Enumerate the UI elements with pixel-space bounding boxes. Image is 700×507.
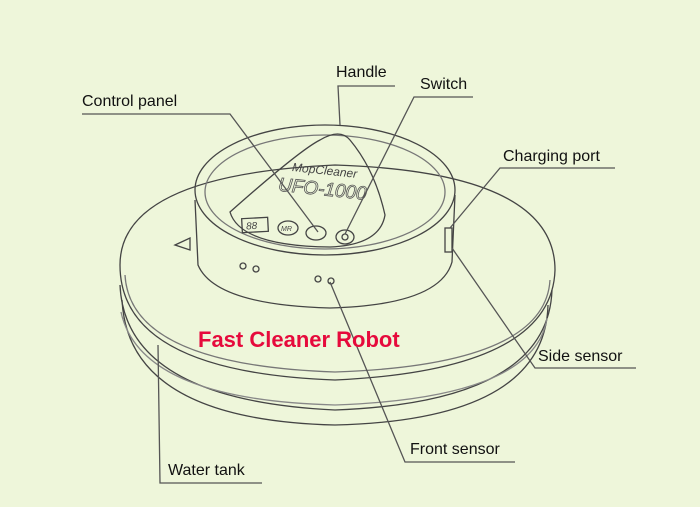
base-top-ellipse: [119, 164, 556, 381]
charging-port: [444, 227, 453, 253]
label-switch: Switch: [420, 76, 468, 93]
svg-text:MR: MR: [281, 226, 292, 233]
label-control-panel: Control panel: [82, 93, 178, 110]
power-button: [335, 229, 355, 245]
diagram-title: Fast Cleaner Robot: [198, 327, 400, 352]
mr-button: [277, 220, 299, 236]
label-water-tank: Water tank: [168, 462, 245, 479]
brand-text: MopCleaner: [291, 160, 358, 181]
label-charging-port: Charging port: [503, 148, 600, 165]
display: [240, 216, 270, 234]
label-front-sensor: Front sensor: [410, 441, 500, 458]
base-bottom-band: [121, 299, 549, 426]
label-side-sensor: Side sensor: [538, 348, 623, 365]
label-handle: Handle: [336, 64, 387, 81]
leader-lines: [82, 85, 636, 484]
mode-button: [305, 225, 327, 241]
dome-top: [194, 124, 456, 256]
svg-text:88: 88: [246, 221, 258, 233]
dome-body: [194, 194, 456, 309]
